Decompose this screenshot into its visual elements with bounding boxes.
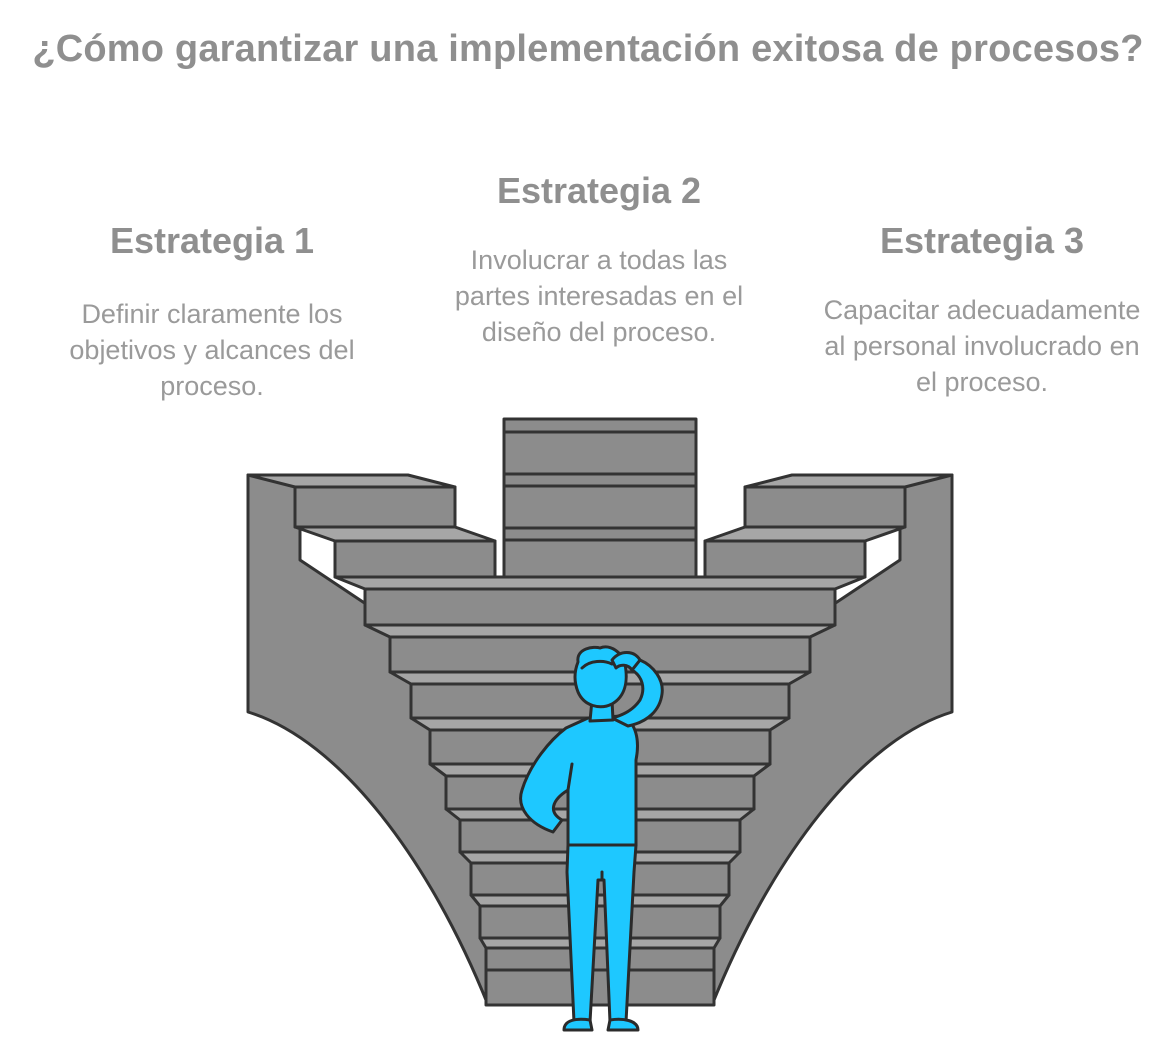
strategy-3-heading: Estrategia 3: [879, 220, 1085, 261]
center-tower: [502, 417, 698, 579]
strategy-2-description: Involucrar a todas las partes interesada…: [454, 245, 744, 347]
right-upper-steps: [703, 473, 954, 579]
strategy-2: Estrategia 2 Involucrar a todas las part…: [436, 170, 762, 350]
strategy-2-heading: Estrategia 2: [496, 170, 702, 211]
person-thinking-icon: [519, 645, 664, 1032]
strategy-1-description: Definir claramente los objetivos y alcan…: [69, 299, 355, 401]
strategy-1: Estrategia 1 Definir claramente los obje…: [52, 220, 372, 404]
strategy-3: Estrategia 3 Capacitar adecuadamente al …: [820, 220, 1144, 400]
page-title: ¿Cómo garantizar una implementación exit…: [32, 28, 1144, 70]
left-upper-steps: [246, 473, 497, 579]
strategy-3-description: Capacitar adecuadamente al personal invo…: [823, 295, 1141, 397]
strategy-1-heading: Estrategia 1: [109, 220, 315, 261]
